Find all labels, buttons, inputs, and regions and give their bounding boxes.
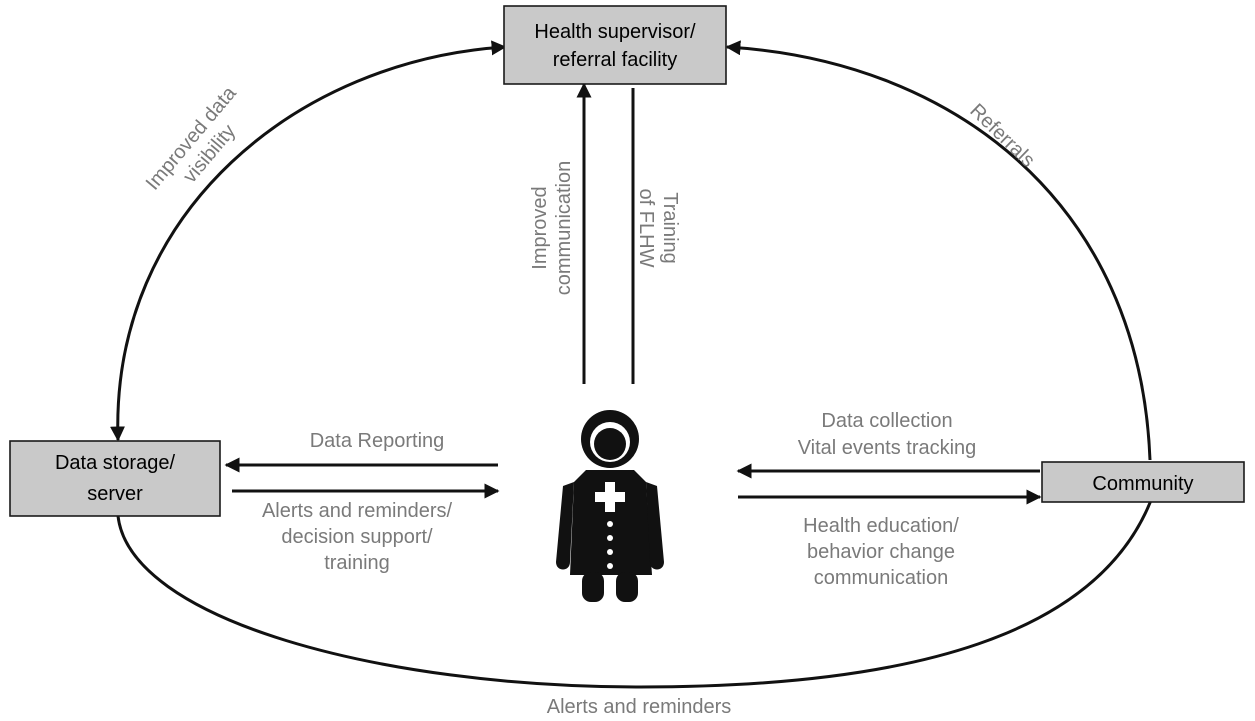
label-health-education-line1: Health education/ [803, 515, 959, 537]
label-alerts-decision-line3: training [324, 552, 390, 574]
label-alerts-decision-line2: decision support/ [281, 526, 433, 548]
label-referrals-text: Referrals [965, 100, 1039, 172]
node-storage-line2: server [87, 483, 143, 505]
label-improved-visibility: Improved data visibility [142, 82, 242, 195]
arc-storage-to-supervisor [110, 40, 507, 442]
arc-community-to-supervisor [725, 40, 1152, 461]
node-supervisor-line1: Health supervisor/ [534, 21, 696, 43]
label-data-reporting: Data Reporting [310, 430, 445, 452]
label-data-collection-line1: Data collection [821, 410, 952, 432]
label-data-collection: Data collection Vital events tracking [798, 410, 977, 459]
label-training-flhw-line2: of FLHW [635, 189, 657, 268]
node-supervisor: Health supervisor/ referral facility [503, 5, 727, 85]
node-supervisor-line2: referral facility [553, 49, 677, 71]
node-community: Community [1041, 461, 1245, 503]
label-training-flhw: Training of FLHW [635, 189, 681, 268]
label-alerts-decision: Alerts and reminders/ decision support/ … [262, 500, 453, 574]
health-worker-icon [556, 410, 664, 602]
label-alerts-decision-line1: Alerts and reminders/ [262, 500, 453, 522]
node-storage: Data storage/ server [9, 440, 221, 517]
label-training-flhw-line1: Training [659, 192, 681, 264]
label-improved-communication: Improved communication [529, 161, 575, 296]
label-referrals: Referrals [965, 100, 1039, 172]
label-health-education-line2: behavior change [807, 541, 955, 563]
label-data-collection-line2: Vital events tracking [798, 437, 977, 459]
node-community-label: Community [1092, 473, 1193, 495]
arc-storage-to-community [116, 481, 1161, 689]
label-improved-communication-line2: communication [553, 161, 575, 296]
label-health-education: Health education/ behavior change commun… [803, 515, 959, 589]
label-health-education-line3: communication [814, 567, 949, 589]
node-storage-line1: Data storage/ [55, 452, 176, 474]
label-alerts-bottom: Alerts and reminders [547, 696, 732, 718]
label-improved-communication-line1: Improved [529, 186, 551, 269]
